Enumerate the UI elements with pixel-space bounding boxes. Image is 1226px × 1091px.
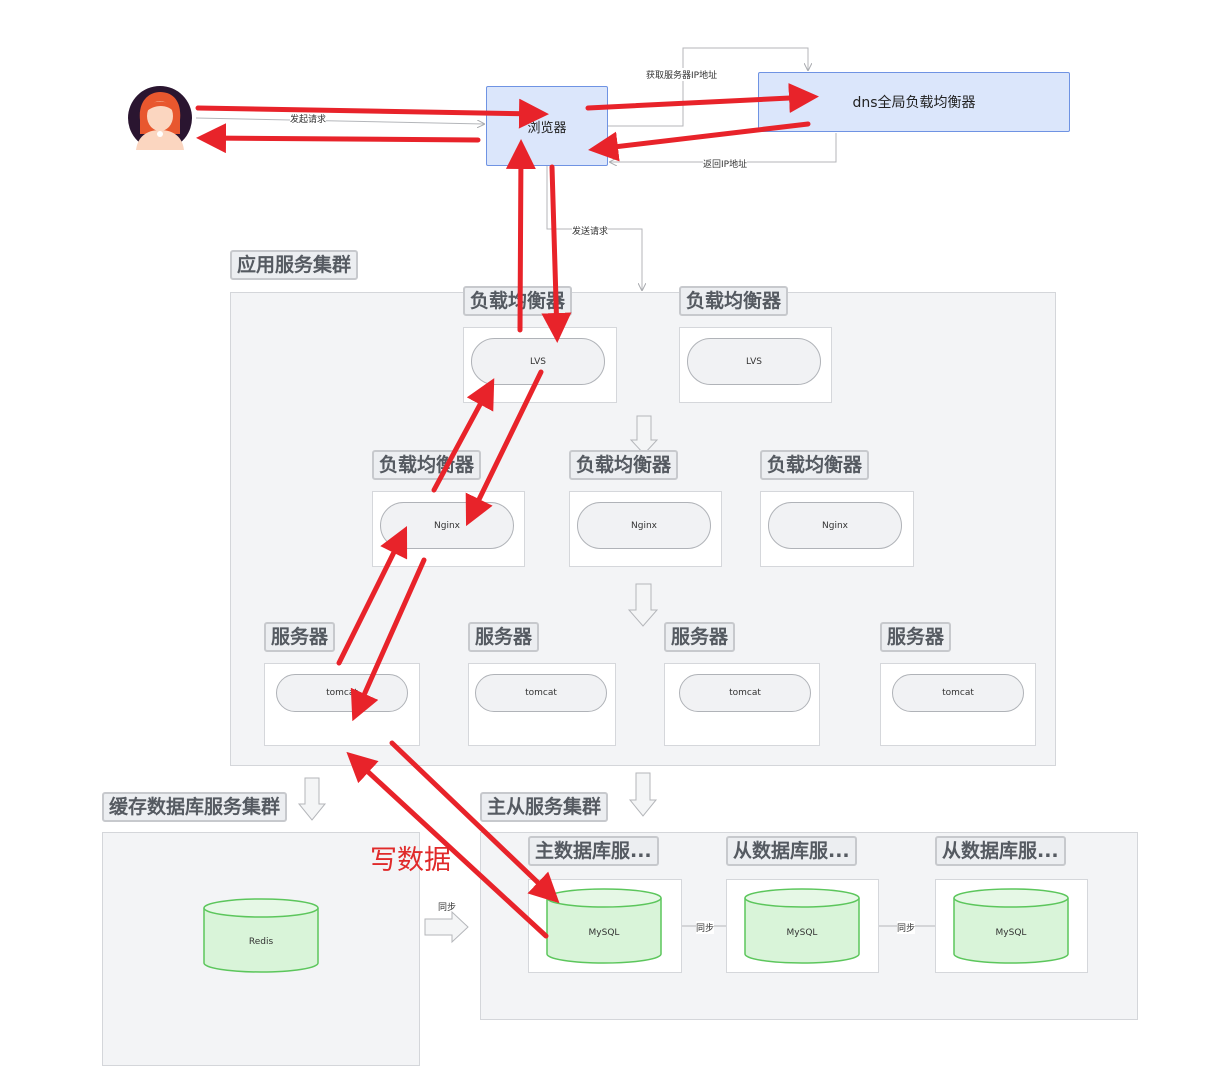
red-arrow-user-to-browser	[198, 108, 540, 114]
red-arrow-nginx-to-tomcat	[356, 560, 424, 713]
red-arrow-lvs-to-browser	[520, 148, 521, 330]
red-arrow-browser-to-lvs	[552, 167, 557, 334]
red-arrow-browser-to-dns	[588, 97, 810, 108]
red-arrow-tomcat-to-mysql	[392, 743, 553, 897]
red-arrow-browser-to-user	[205, 138, 478, 140]
red-arrow-tomcat-to-nginx	[339, 534, 403, 663]
red-arrow-dns-to-browser	[597, 124, 808, 149]
red-arrow-lvs-to-nginx	[470, 372, 541, 518]
red-arrow-nginx-to-lvs	[434, 386, 490, 490]
red-arrow-mysql-to-tomcat	[353, 758, 546, 936]
